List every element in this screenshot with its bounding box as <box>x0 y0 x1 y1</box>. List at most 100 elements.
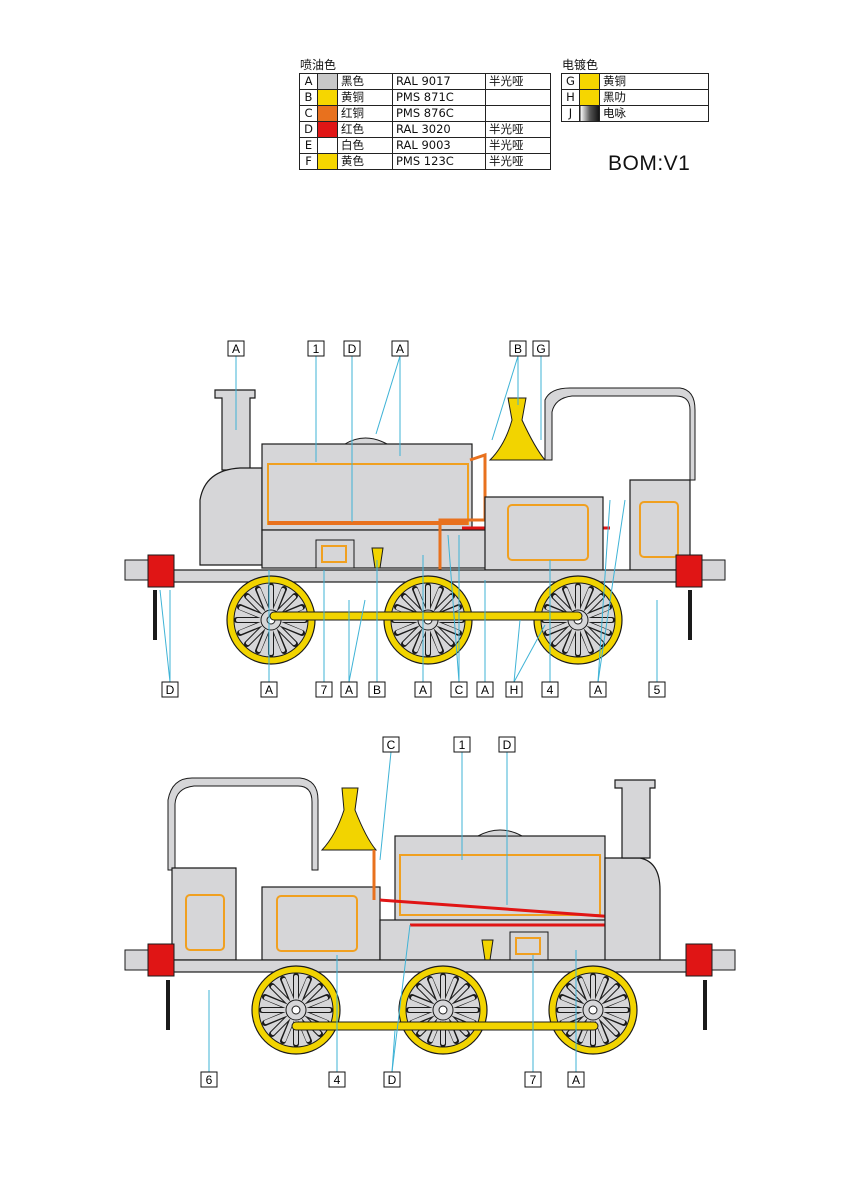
callout-box: 6 <box>200 1071 218 1088</box>
callout-box: A <box>414 681 432 698</box>
callout-label: A <box>572 1073 580 1087</box>
paint-table-title: 喷油色 <box>300 58 337 72</box>
callout-label: D <box>166 683 175 697</box>
plating-color-table: G 黄铜 H 黑叻 J 电咏 <box>561 73 709 122</box>
paint-letter: D <box>299 121 318 138</box>
callout-label: B <box>373 683 381 697</box>
color-swatch <box>317 137 338 154</box>
callout-label: A <box>396 342 404 356</box>
callout-label: B <box>514 342 522 356</box>
callout-label: A <box>232 342 240 356</box>
plating-name: 黄铜 <box>599 73 709 90</box>
callout-label: D <box>388 1073 397 1087</box>
callout-box: A <box>476 681 494 698</box>
callout-label: 1 <box>459 738 466 752</box>
callout-label: A <box>481 683 489 697</box>
plating-letter: H <box>561 89 580 106</box>
callout-box: C <box>450 681 468 698</box>
callout-label: G <box>536 342 545 356</box>
callout-box: 5 <box>648 681 666 698</box>
paint-name: 黄色 <box>337 153 393 170</box>
paint-finish: 半光哑 <box>485 137 551 154</box>
plating-letter: G <box>561 73 580 90</box>
plating-name: 黑叻 <box>599 89 709 106</box>
plating-letter: J <box>561 105 580 122</box>
callout-box: A <box>391 340 409 357</box>
callout-box: 1 <box>307 340 325 357</box>
plating-row: G 黄铜 <box>561 73 709 90</box>
color-swatch <box>317 153 338 170</box>
paint-code: PMS 871C <box>392 89 486 106</box>
paint-finish <box>485 89 551 106</box>
callout-box: B <box>509 340 527 357</box>
paint-letter: C <box>299 105 318 122</box>
callout-label: 1 <box>313 342 320 356</box>
callout-label: D <box>348 342 357 356</box>
callout-box: 7 <box>315 681 333 698</box>
plating-table-title: 电镀色 <box>562 58 599 72</box>
callout-box: A <box>260 681 278 698</box>
color-swatch <box>317 73 338 90</box>
paint-name: 红色 <box>337 121 393 138</box>
paint-code: PMS 876C <box>392 105 486 122</box>
paint-name: 白色 <box>337 137 393 154</box>
color-swatch <box>579 105 600 122</box>
color-swatch <box>579 89 600 106</box>
plating-name: 电咏 <box>599 105 709 122</box>
paint-name: 黑色 <box>337 73 393 90</box>
color-swatch <box>317 121 338 138</box>
locomotive-side-view-right: C 1 D 6 4 D 7 A <box>124 736 736 1088</box>
callout-box: H <box>505 681 523 698</box>
paint-letter: E <box>299 137 318 154</box>
callout-label: 4 <box>547 683 554 697</box>
paint-code: PMS 123C <box>392 153 486 170</box>
callout-label: 7 <box>321 683 328 697</box>
callout-label: 4 <box>334 1073 341 1087</box>
callout-label: D <box>503 738 512 752</box>
paint-name: 红铜 <box>337 105 393 122</box>
bom-version-label: BOM:V1 <box>608 152 691 175</box>
locomotive-side-view-left: A 1 D A B G D A 7 A B A C A H 4 A 5 <box>124 340 726 698</box>
callout-box: 4 <box>541 681 559 698</box>
callout-box: D <box>498 736 516 753</box>
paint-finish: 半光哑 <box>485 73 551 90</box>
bottom-diagram-callouts: C 1 D 6 4 D 7 A <box>200 736 585 1088</box>
callout-box: 7 <box>524 1071 542 1088</box>
callout-label: H <box>510 683 519 697</box>
callout-box: A <box>340 681 358 698</box>
paint-code: RAL 9003 <box>392 137 486 154</box>
callout-label: 5 <box>654 683 661 697</box>
callout-box: A <box>589 681 607 698</box>
callout-label: A <box>594 683 602 697</box>
callout-box: B <box>368 681 386 698</box>
callout-label: C <box>455 683 464 697</box>
paint-letter: F <box>299 153 318 170</box>
callout-box: G <box>532 340 550 357</box>
color-swatch <box>579 73 600 90</box>
callout-label: A <box>265 683 273 697</box>
paint-finish <box>485 105 551 122</box>
callout-box: D <box>343 340 361 357</box>
top-diagram-callouts: A 1 D A B G D A 7 A B A C A H 4 A 5 <box>161 340 666 698</box>
callout-box: A <box>227 340 245 357</box>
callout-label: 7 <box>530 1073 537 1087</box>
callout-box: D <box>383 1071 401 1088</box>
color-swatch <box>317 105 338 122</box>
callout-box: 1 <box>453 736 471 753</box>
color-swatch <box>317 89 338 106</box>
callout-box: A <box>567 1071 585 1088</box>
plating-row: J 电咏 <box>561 105 709 122</box>
plating-row: H 黑叻 <box>561 89 709 106</box>
paint-letter: B <box>299 89 318 106</box>
callout-label: C <box>387 738 396 752</box>
paint-letter: A <box>299 73 318 90</box>
paint-code: RAL 3020 <box>392 121 486 138</box>
callout-box: C <box>382 736 400 753</box>
